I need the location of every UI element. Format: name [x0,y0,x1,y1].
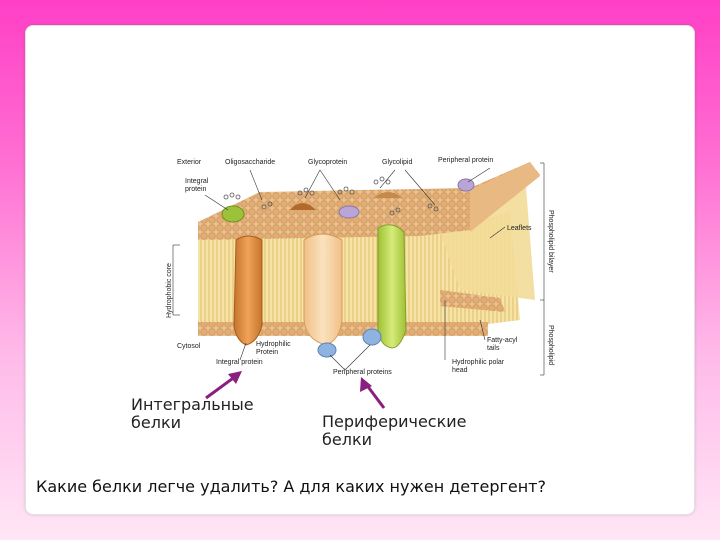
peripheral-label-line2: белки [322,430,372,449]
label-peripheral-protein-top: Peripheral protein [438,157,493,164]
label-hydrophilic-polar-1: Hydrophilic polar [452,359,505,366]
oligosaccharide-chains [223,176,439,216]
label-oligosaccharide: Oligosaccharide [225,159,275,166]
peripheral-proteins-label: Периферические белки [322,413,467,449]
green-protein [374,192,407,349]
label-fatty-acyl-1: Fatty-acyl [487,337,518,344]
integral-label-line2: белки [131,413,181,432]
glycoprotein-peach [290,203,360,346]
annotation-arrows [205,371,386,409]
label-hydrophilic-protein-2: Protein [256,349,278,356]
label-cytosol: Cytosol [177,343,201,350]
lipid-tails [198,175,535,335]
top-head-layer [198,162,540,240]
label-phospholipid: Phospholipid [547,325,554,365]
label-fatty-acyl-2: tails [487,345,500,352]
peripheral-proteins [317,178,475,358]
integral-protein-orange [221,205,263,346]
question-text: Какие белки легче удалить? А для каких н… [36,477,546,496]
label-integral-protein-top2: protein [185,186,207,193]
label-exterior: Exterior [177,159,202,166]
label-integral-protein-bottom: Integral protein [216,359,263,366]
label-peripheral-proteins-bottom: Peripheral proteins [333,369,392,376]
bottom-head-layer [198,290,505,336]
label-glycolipid: Glycolipid [382,159,412,166]
label-hydrophilic-polar-2: head [452,367,468,374]
label-leaflets: Leaflets [507,225,532,232]
label-hydrophobic-core: Hydrophobic core [166,263,173,318]
label-integral-protein-top: Integral [185,178,209,185]
integral-proteins-label: Интегральные белки [131,396,254,432]
integral-label-line1: Интегральные [131,395,254,414]
label-hydrophilic-protein-1: Hydrophilic [256,341,291,348]
label-glycoprotein: Glycoprotein [308,159,347,166]
label-phospholipid-bilayer: Phospholipid bilayer [547,210,554,273]
leader-lines [172,162,545,376]
peripheral-label-line1: Периферические [322,412,467,431]
